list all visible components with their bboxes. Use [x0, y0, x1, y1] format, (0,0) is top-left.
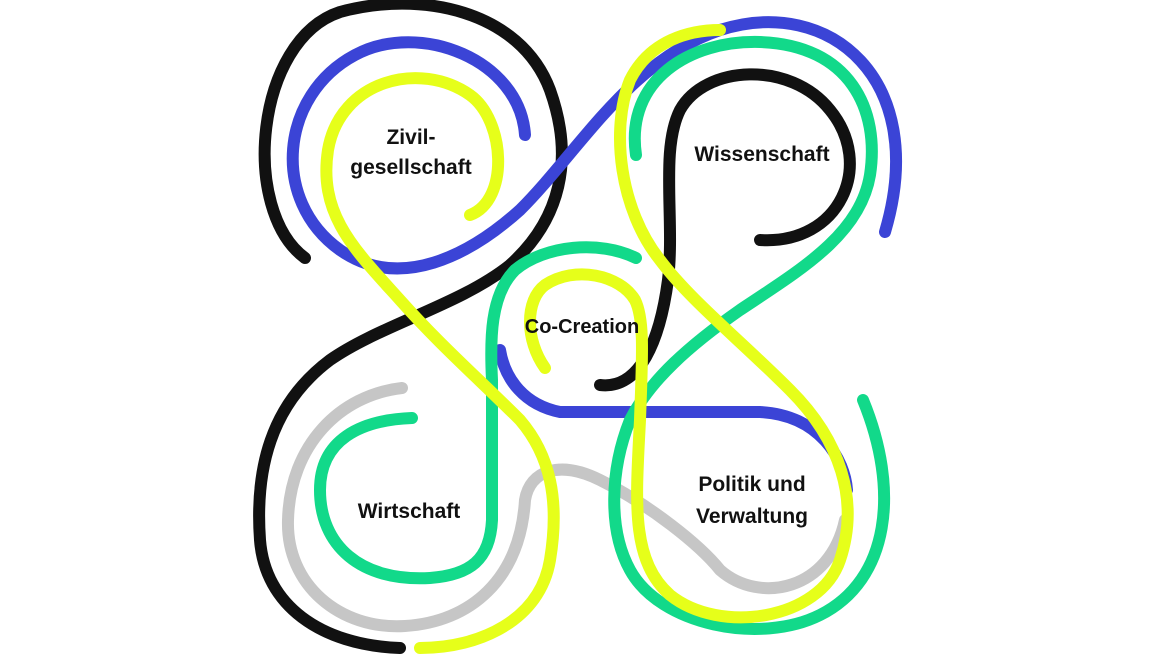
label-co-creation: Co-Creation: [525, 316, 639, 338]
black-curve: [253, 0, 856, 654]
label-science: Wissenschaft: [694, 143, 829, 166]
green-curve-upper: [608, 35, 891, 635]
green-curve-center: [314, 241, 642, 585]
yellow-curve-right: [524, 24, 854, 624]
yellow-curve-left: [320, 72, 560, 654]
label-politics-line2: Verwaltung: [696, 505, 808, 528]
grey-curve: [281, 382, 851, 633]
label-civil-society-line1: Zivil-: [386, 126, 435, 149]
label-politics-line1: Politik und: [698, 473, 805, 496]
label-economy: Wirtschaft: [358, 500, 461, 523]
label-civil-society-line2: gesellschaft: [350, 156, 471, 179]
